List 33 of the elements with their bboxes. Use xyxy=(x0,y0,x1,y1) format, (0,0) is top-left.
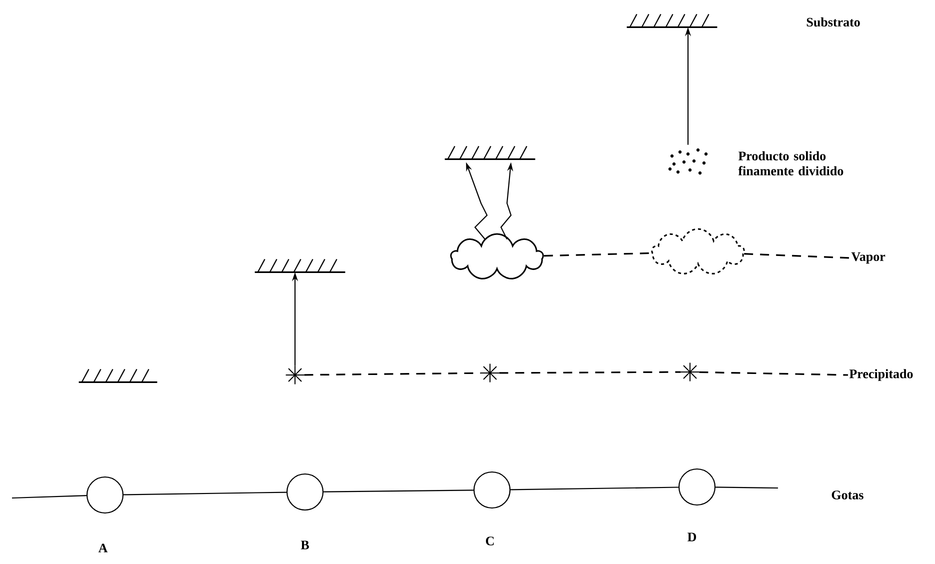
label-text: Producto solido finamente dividido xyxy=(738,151,844,176)
particle-cluster xyxy=(668,148,708,175)
droplet-circle xyxy=(86,476,124,514)
label-text: Substrato xyxy=(806,17,860,27)
label-text: Gotas xyxy=(832,490,864,500)
label-text: Vapor xyxy=(851,252,886,264)
connector-line xyxy=(699,371,848,376)
label-text: Precipitado xyxy=(849,369,913,381)
connector-line xyxy=(124,492,286,496)
vapor-cloud xyxy=(450,233,544,280)
substrate-drawing xyxy=(626,14,718,28)
asterisk-symbol xyxy=(480,363,500,383)
label-text: D xyxy=(688,532,696,542)
connector-line xyxy=(499,371,681,374)
substrate-drawing xyxy=(78,368,158,383)
droplet-circle xyxy=(473,471,511,509)
connector-line xyxy=(324,490,474,492)
label-text: C xyxy=(486,536,494,546)
droplet-circle xyxy=(286,473,324,511)
connector-line xyxy=(510,486,678,490)
connector-line xyxy=(716,486,778,489)
asterisk-symbol xyxy=(680,362,700,382)
substrate-drawing xyxy=(444,146,536,160)
connector-line xyxy=(544,252,652,257)
connector-line xyxy=(744,253,850,259)
connector-line xyxy=(12,495,86,499)
droplet-circle xyxy=(678,468,716,506)
label-text: A xyxy=(98,544,108,552)
label-text: B xyxy=(300,540,309,550)
connector-line xyxy=(304,372,481,376)
vapor-cloud xyxy=(651,228,745,274)
substrate-drawing xyxy=(254,258,346,273)
asterisk-symbol xyxy=(285,365,305,385)
